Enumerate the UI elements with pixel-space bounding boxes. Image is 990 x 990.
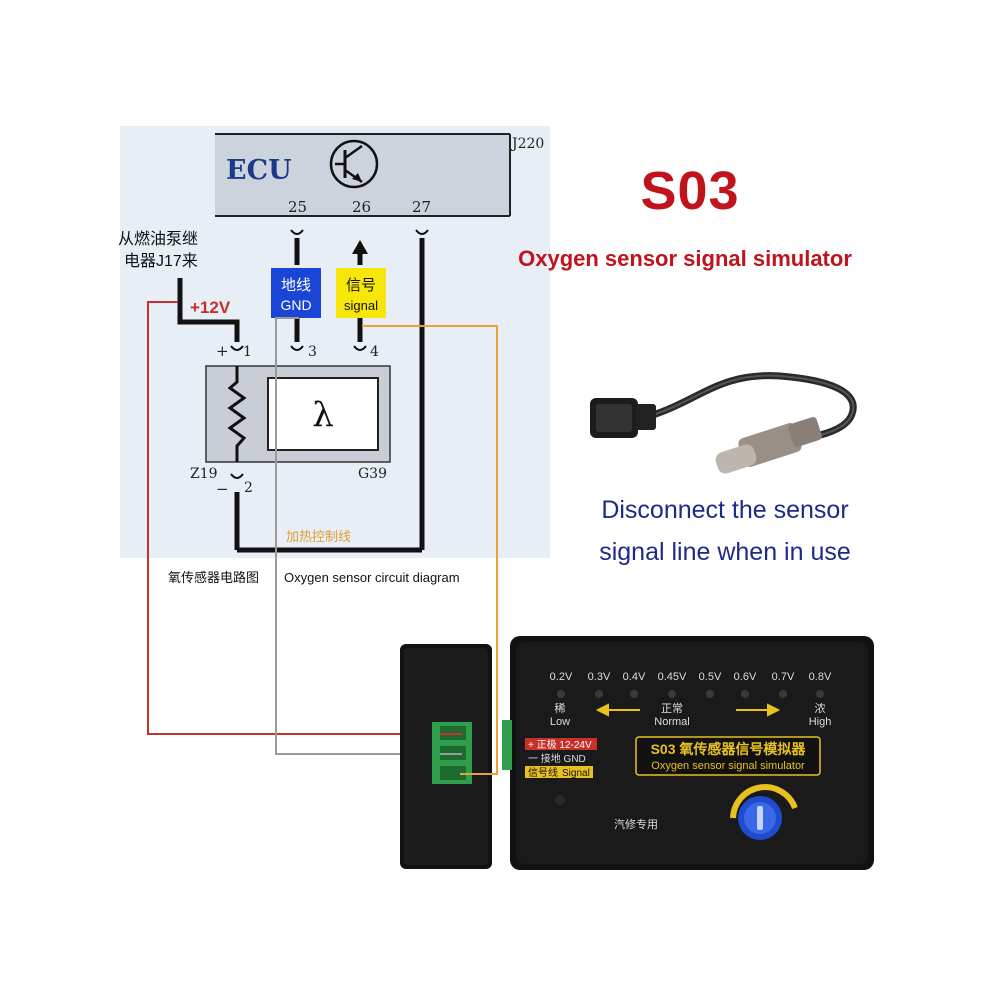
voltage-label-3: 0.45V [658, 671, 687, 683]
device-label-line1: S03 氧传感器信号模拟器 [651, 741, 807, 757]
term-signal-bg [525, 766, 593, 778]
g39-label: G39 [358, 466, 387, 482]
normal-label-cn: 正常 [661, 702, 683, 715]
sensor-pin-2: 2 [244, 480, 253, 496]
gray-ground-wire [275, 317, 440, 755]
arrow-left-icon [595, 703, 640, 717]
term-plus-label: + 正极 12-24V [528, 738, 592, 751]
product-title: S03 [640, 161, 740, 221]
plus-12v-label: +12V [190, 298, 231, 317]
wiring [177, 238, 425, 553]
red-power-wire [147, 301, 440, 735]
signal-badge-en: signal [344, 298, 378, 313]
usage-note-line2: signal line when in use [599, 538, 851, 566]
heater-line-label: 加热控制线 [286, 529, 351, 544]
z19-label: Z19 [190, 466, 218, 482]
device-footer: 汽修专用 [614, 817, 658, 831]
ecu-box [215, 134, 510, 216]
lean-label-en: Low [550, 716, 570, 728]
device-label-line2: Oxygen sensor signal simulator [651, 760, 805, 772]
voltage-label-5: 0.6V [734, 671, 757, 683]
product-subtitle: Oxygen sensor signal simulator [518, 246, 852, 271]
sensor-pin-plus: + [216, 342, 229, 360]
gnd-badge-cn: 地线 [281, 277, 311, 294]
usage-note-line1: Disconnect the sensor [601, 496, 849, 524]
signal-badge [336, 268, 386, 318]
normal-label-en: Normal [654, 716, 689, 728]
sensor-pin-minus: − [216, 480, 229, 498]
ecu-pin-27: 27 [412, 198, 431, 216]
adjustment-knob[interactable] [730, 784, 798, 840]
fuel-relay-line1: 从燃油泵继 [118, 230, 198, 248]
term-plus-bg [525, 738, 597, 750]
voltage-label-1: 0.3V [588, 671, 611, 683]
ecu-pin-25: 25 [288, 198, 307, 216]
term-signal-label-en: Signal [562, 768, 590, 779]
led-row [557, 690, 824, 698]
device-label-box [635, 736, 821, 776]
caption-en: Oxygen sensor circuit diagram [284, 570, 460, 585]
voltage-label-4: 0.5V [699, 671, 722, 683]
voltage-label-0: 0.2V [550, 671, 573, 683]
ecu-pin-26: 26 [352, 198, 371, 216]
sensor-pin-1: 1 [243, 344, 252, 360]
arrow-up-icon [352, 240, 368, 254]
voltage-label-6: 0.7V [772, 671, 795, 683]
ecu-label: ECU [226, 155, 292, 186]
term-signal-label-cn: 信号线 [528, 766, 558, 779]
signal-badge-cn: 信号 [346, 277, 376, 294]
lambda-element [267, 377, 379, 451]
sensor-pin-3: 3 [308, 344, 317, 360]
arrow-right-icon [736, 703, 781, 717]
lambda-symbol: λ [312, 395, 334, 435]
gnd-badge [271, 268, 321, 318]
rich-label-cn: 浓 [815, 702, 826, 715]
ecu-code: J220 [510, 136, 544, 152]
term-gnd-label: 一 接地 GND [528, 752, 586, 765]
voltage-label-7: 0.8V [809, 671, 832, 683]
lean-label-cn: 稀 [555, 702, 566, 715]
gnd-badge-en: GND [280, 297, 311, 313]
heater-resistor-icon [227, 366, 247, 462]
voltage-label-2: 0.4V [623, 671, 646, 683]
caption-cn: 氧传感器电路图 [168, 570, 259, 585]
oxygen-sensor-image [590, 372, 857, 474]
sensor-pin-4: 4 [370, 344, 379, 360]
fuel-relay-line2: 电器J17来 [124, 252, 198, 270]
transistor-icon [329, 139, 379, 189]
rich-label-en: High [809, 716, 832, 728]
